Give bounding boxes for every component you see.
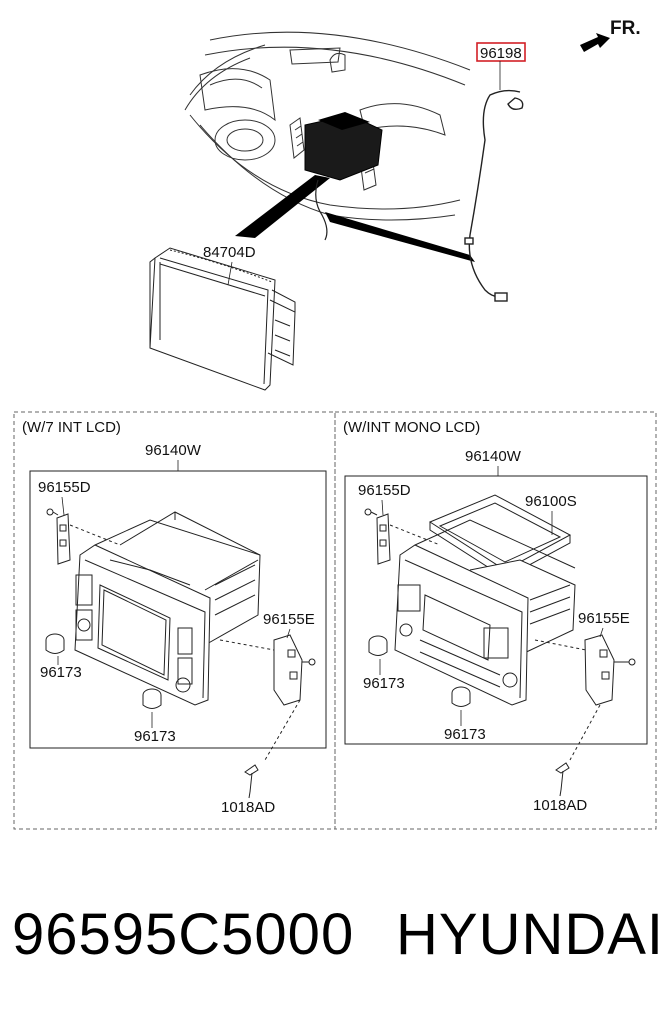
front-direction-label: FR. bbox=[610, 18, 641, 39]
dash-head-unit bbox=[235, 112, 475, 262]
right-knob-2 bbox=[451, 686, 471, 707]
left-screw-label: 1018AD bbox=[221, 799, 275, 816]
left-bracket-e bbox=[219, 634, 316, 761]
left-screw bbox=[244, 764, 259, 799]
left-bracket-d bbox=[46, 508, 121, 565]
right-screw bbox=[555, 762, 570, 797]
left-panel-title: (W/7 INT LCD) bbox=[22, 419, 121, 436]
left-bracket-d-label: 96155D bbox=[38, 479, 91, 496]
right-head-unit bbox=[394, 519, 576, 706]
left-knob-2-label: 96173 bbox=[134, 728, 176, 745]
module-label: 84704D bbox=[203, 244, 256, 261]
left-panel: (W/7 INT LCD) 96140W bbox=[13, 411, 336, 830]
right-bracket-d-label: 96155D bbox=[358, 482, 411, 499]
left-bracket-e-label: 96155E bbox=[263, 611, 315, 628]
harness-96198 bbox=[464, 89, 524, 302]
right-bracket-e bbox=[534, 634, 636, 761]
right-bracket-d bbox=[364, 508, 441, 565]
harness-label-box bbox=[476, 42, 526, 62]
left-knob-1 bbox=[45, 633, 65, 654]
front-direction-arrow bbox=[580, 33, 610, 52]
right-screw-label: 1018AD bbox=[533, 797, 587, 814]
left-knob-1-label: 96173 bbox=[40, 664, 82, 681]
left-knob-2 bbox=[142, 688, 162, 709]
left-unit-label: 96140W bbox=[145, 442, 202, 459]
brand-name: HYUNDAI bbox=[396, 902, 665, 967]
module-84704d bbox=[149, 247, 296, 391]
harness-label: 96198 bbox=[480, 45, 522, 62]
right-panel: (W/INT MONO LCD) 96140W 96100S bbox=[334, 411, 657, 830]
right-knob-1-label: 96173 bbox=[363, 675, 405, 692]
right-unit-label: 96140W bbox=[465, 448, 522, 465]
right-display-label: 96100S bbox=[525, 493, 577, 510]
right-panel-title: (W/INT MONO LCD) bbox=[343, 419, 480, 436]
right-bracket-e-label: 96155E bbox=[578, 610, 630, 627]
right-knob-1 bbox=[368, 635, 388, 656]
right-knob-2-label: 96173 bbox=[444, 726, 486, 743]
left-head-unit bbox=[74, 511, 261, 706]
part-number: 96595C5000 bbox=[12, 902, 355, 967]
